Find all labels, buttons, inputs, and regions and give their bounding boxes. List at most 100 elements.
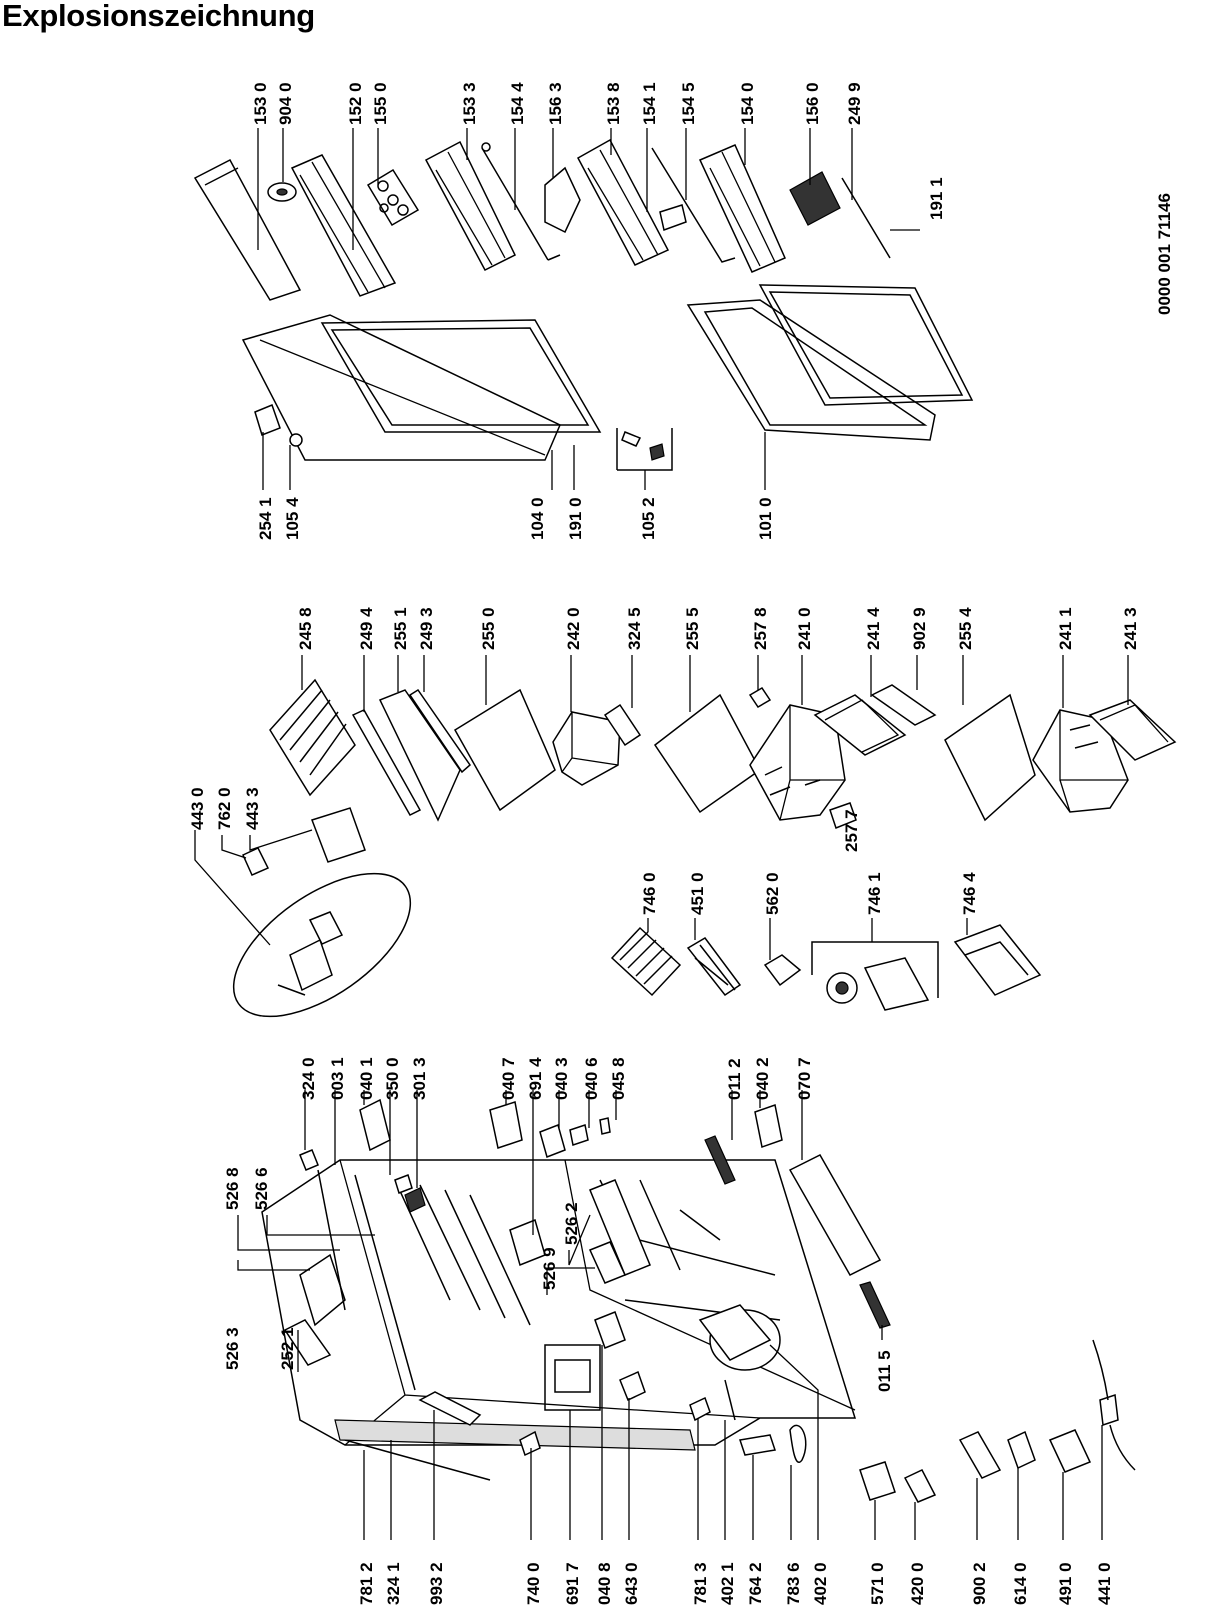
cabinet-group xyxy=(237,1090,1136,1540)
part-label-p7836: 783 6 xyxy=(784,1562,803,1605)
part-label-p0115: 011 5 xyxy=(875,1350,894,1392)
part-443-3 xyxy=(311,807,366,863)
part-153-3 xyxy=(424,140,516,271)
part-254-1 xyxy=(254,404,281,436)
part-label-p6140: 614 0 xyxy=(1011,1562,1030,1605)
part-011-2 xyxy=(704,1135,736,1185)
part-324-0 xyxy=(299,1149,319,1171)
part-label-p4910: 491 0 xyxy=(1056,1562,1075,1605)
part-label-p2493: 249 3 xyxy=(417,607,436,650)
part-label-p2414: 241 4 xyxy=(864,607,883,650)
door-parts-group xyxy=(193,128,974,490)
part-040-8 xyxy=(594,1311,626,1349)
part-label-p1550: 155 0 xyxy=(371,82,390,125)
part-156-0 xyxy=(789,171,841,226)
part-249-3 xyxy=(408,688,471,774)
part-label-p6430: 643 0 xyxy=(622,1562,641,1605)
part-155-0 xyxy=(366,168,420,227)
part-691-7 xyxy=(544,1344,601,1411)
part-label-p0402: 040 2 xyxy=(753,1057,772,1100)
part-526-3 xyxy=(299,1253,346,1327)
part-746-1 xyxy=(811,941,939,998)
part-label-p7812: 781 2 xyxy=(357,1562,376,1605)
part-label-p1010: 101 0 xyxy=(756,497,775,540)
interior-parts-group xyxy=(194,655,1177,1018)
part-label-p4410: 441 0 xyxy=(1095,1562,1114,1605)
part-255-4 xyxy=(944,693,1036,822)
part-324-1 xyxy=(334,1419,696,1451)
part-label-p0401: 040 1 xyxy=(357,1057,376,1100)
part-154-0 xyxy=(698,144,786,273)
part-746-0 xyxy=(610,926,682,997)
part-label-p5269: 526 9 xyxy=(540,1247,559,1290)
part-781-2 xyxy=(344,1439,491,1481)
part-label-p3240: 324 0 xyxy=(299,1057,318,1100)
part-label-p3500: 350 0 xyxy=(383,1057,402,1100)
part-label-p7642: 764 2 xyxy=(746,1562,765,1605)
part-label-p9040: 904 0 xyxy=(276,82,295,125)
part-255-5 xyxy=(653,693,761,814)
part-label-p2578: 257 8 xyxy=(751,607,770,650)
part-420-0 xyxy=(903,1469,937,1503)
part-491-0 xyxy=(1048,1429,1092,1473)
part-153-8 xyxy=(576,138,670,266)
part-746-4 xyxy=(953,924,1042,996)
part-label-p1563: 156 3 xyxy=(546,82,565,125)
part-label-p2413: 241 3 xyxy=(1121,607,1140,650)
part-402-1 xyxy=(724,1379,736,1421)
part-label-p2521: 252 1 xyxy=(278,1327,297,1370)
part-301-3 xyxy=(404,1187,426,1213)
part-label-p3245: 324 5 xyxy=(625,607,644,650)
page-title: Explosionszeichnung xyxy=(2,0,315,33)
part-441-0 xyxy=(1099,1393,1119,1427)
part-040-6 xyxy=(569,1124,589,1146)
part-label-p2420: 242 0 xyxy=(564,607,583,650)
part-691-4 xyxy=(509,1218,546,1267)
part-label-p0031: 003 1 xyxy=(328,1057,347,1100)
part-040-3 xyxy=(539,1124,566,1158)
part-label-p1530: 153 0 xyxy=(251,82,270,125)
part-156-3 xyxy=(544,166,581,234)
part-label-p6914: 691 4 xyxy=(526,1057,545,1100)
part-label-p2555: 255 5 xyxy=(683,607,702,650)
part-label-p7464: 746 4 xyxy=(960,872,979,915)
part-249-4 xyxy=(351,709,422,816)
part-label-p9932: 993 2 xyxy=(427,1562,446,1605)
part-154-1 xyxy=(659,204,687,231)
part-040-2 xyxy=(754,1104,783,1148)
part-label-p0407: 040 7 xyxy=(499,1057,518,1100)
part-label-p2458: 245 8 xyxy=(296,607,315,650)
part-label-p2499: 249 9 xyxy=(845,82,864,125)
part-label-p5262: 526 2 xyxy=(562,1202,581,1245)
part-105-4 xyxy=(289,433,303,447)
part-101-0 xyxy=(686,299,936,441)
part-526-9 xyxy=(588,1241,627,1284)
part-label-p1910: 191 0 xyxy=(566,497,585,540)
part-324-5 xyxy=(603,703,642,747)
part-900-2 xyxy=(958,1431,1002,1479)
part-label-p4433: 443 3 xyxy=(243,787,262,830)
part-255-0 xyxy=(453,688,556,812)
part-993-2 xyxy=(418,1391,482,1426)
part-154-5 xyxy=(651,147,736,263)
part-label-p1040: 104 0 xyxy=(528,497,547,540)
part-label-p1560: 156 0 xyxy=(803,82,822,125)
part-label-p5266: 526 6 xyxy=(252,1167,271,1210)
part-label-p2410: 241 0 xyxy=(795,607,814,650)
part-label-p2577: 257 7 xyxy=(842,809,861,852)
part-label-p0458: 045 8 xyxy=(609,1057,628,1100)
part-label-p5710: 571 0 xyxy=(868,1562,887,1605)
cabinet-body xyxy=(261,1159,857,1446)
part-label-p0112: 011 2 xyxy=(725,1058,744,1100)
part-label-p1052: 105 2 xyxy=(639,497,658,540)
part-label-p0408: 040 8 xyxy=(595,1562,614,1605)
part-label-p0406: 040 6 xyxy=(582,1057,601,1100)
part-label-p4430: 443 0 xyxy=(188,787,207,830)
part-191-0 xyxy=(320,319,602,433)
part-152-0 xyxy=(290,154,397,297)
part-105-2 xyxy=(616,428,673,471)
part-label-p0403: 040 3 xyxy=(552,1057,571,1100)
part-label-p2554: 255 4 xyxy=(956,607,975,650)
part-label-p1538: 153 8 xyxy=(604,82,623,125)
